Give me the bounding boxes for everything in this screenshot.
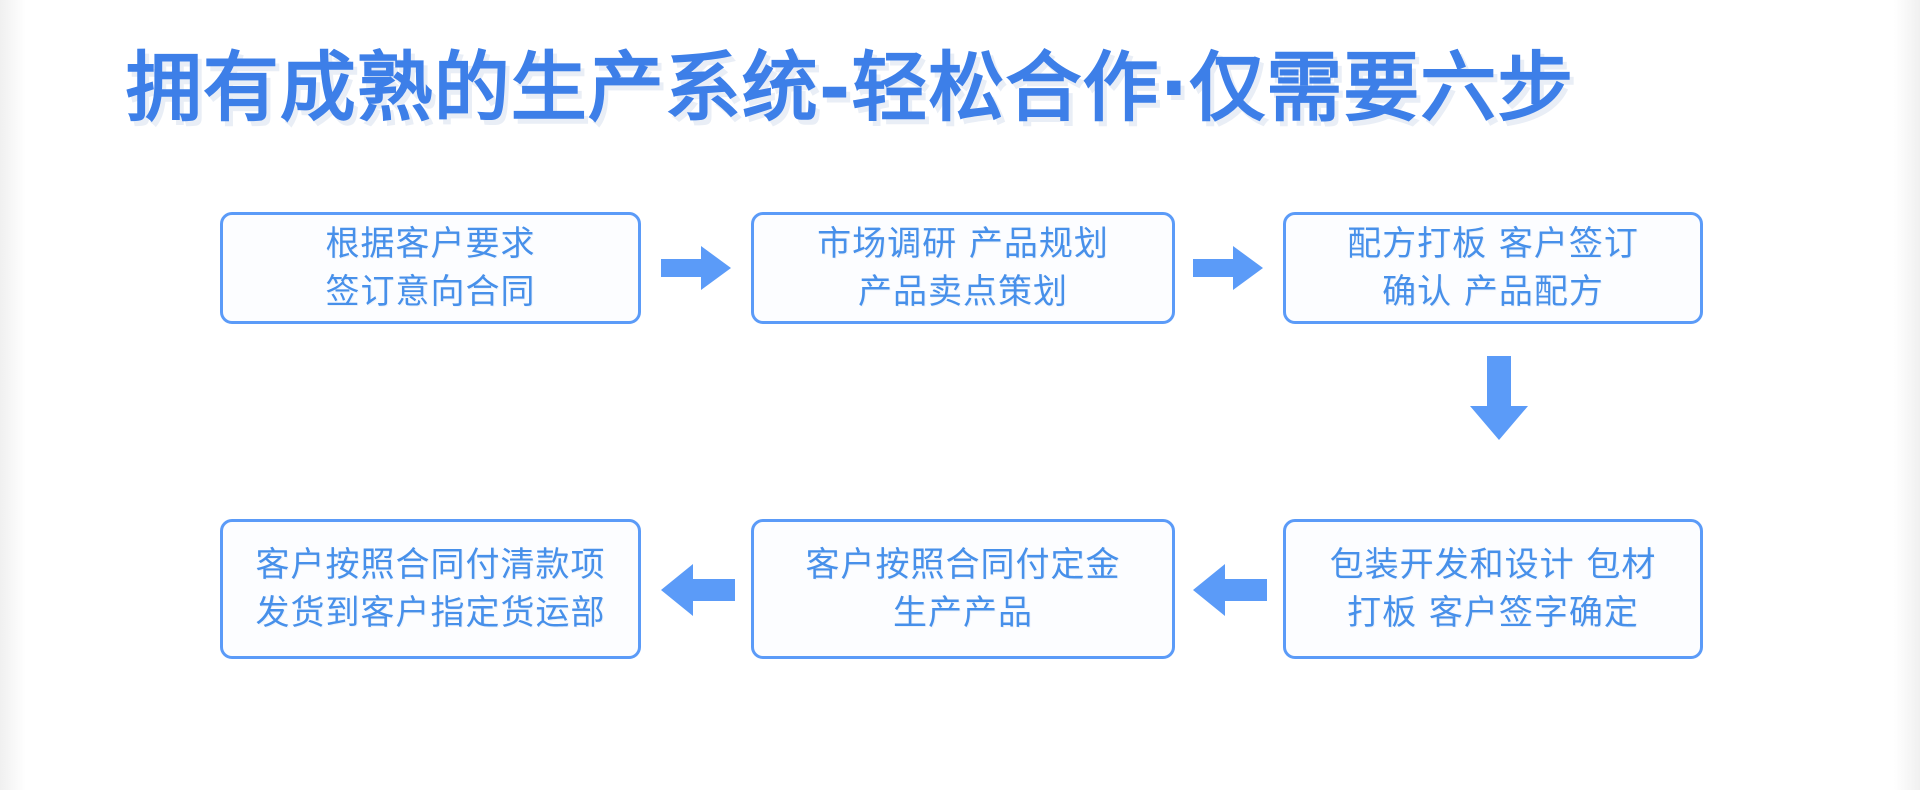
arrow-left-icon xyxy=(661,564,735,616)
arrow-right-icon xyxy=(661,246,731,290)
arrow-left-icon xyxy=(1193,564,1267,616)
flow-step-4-line-2: 发货到客户指定货运部 xyxy=(255,593,606,633)
flow-step-3-line-2: 确认 产品配方 xyxy=(1382,272,1604,312)
flow-step-2-line-1: 市场调研 产品规划 xyxy=(817,223,1109,264)
arrow-right-icon xyxy=(1193,246,1263,290)
flow-step-5-line-1: 客户按照合同付定金 xyxy=(805,544,1121,585)
flow-step-box-3: 配方打板 客户签订 确认 产品配方 xyxy=(1283,212,1703,324)
flow-step-4-line-1: 客户按照合同付清款项 xyxy=(255,544,606,585)
flow-step-box-4: 客户按照合同付清款项 发货到客户指定货运部 xyxy=(220,519,641,659)
flow-step-5-line-2: 生产产品 xyxy=(893,593,1033,633)
flow-step-1-line-1: 根据客户要求 xyxy=(325,223,536,264)
page-title: 拥有成熟的生产系统-轻松合作·仅需要六步 xyxy=(125,43,1575,132)
flow-step-box-5: 客户按照合同付定金 生产产品 xyxy=(751,519,1175,659)
flow-step-box-6: 包装开发和设计 包材 打板 客户签字确定 xyxy=(1283,519,1703,659)
right-edge-shading xyxy=(1894,0,1920,790)
flow-step-box-1: 根据客户要求 签订意向合同 xyxy=(220,212,641,324)
flow-step-2-line-2: 产品卖点策划 xyxy=(858,272,1068,312)
flow-step-6-line-2: 打板 客户签字确定 xyxy=(1347,593,1639,633)
flow-step-box-2: 市场调研 产品规划 产品卖点策划 xyxy=(751,212,1175,324)
arrow-down-icon xyxy=(1470,356,1528,440)
flow-step-1-line-2: 签订意向合同 xyxy=(325,272,536,312)
flow-step-3-line-1: 配方打板 客户签订 xyxy=(1347,223,1639,264)
flow-step-6-line-1: 包装开发和设计 包材 xyxy=(1329,544,1657,585)
